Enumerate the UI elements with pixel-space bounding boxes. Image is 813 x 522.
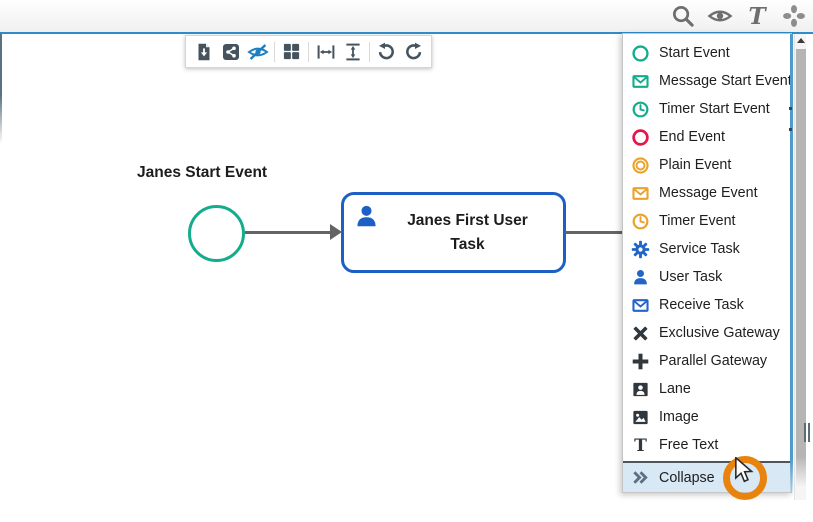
redo-icon (406, 42, 422, 60)
palette-item-image[interactable]: Image (623, 403, 791, 431)
palette-item-label: Message Event (659, 185, 758, 201)
search-icon (672, 5, 694, 27)
click-highlight-ring (723, 456, 767, 500)
circle-icon (631, 44, 650, 63)
image-icon (631, 408, 650, 427)
panel-resize-gripper[interactable] (804, 423, 811, 442)
start-event-shape[interactable] (188, 205, 245, 262)
free-text-icon (631, 436, 650, 455)
share-icon (222, 43, 239, 60)
scrollbar-up-button[interactable] (795, 34, 807, 47)
palette-item-start-event[interactable]: Start Event (623, 39, 791, 67)
mouse-cursor-icon (735, 457, 754, 483)
x-gateway-icon (631, 324, 650, 343)
palette-item-label: Timer Start Event (659, 101, 770, 117)
sequence-flow-1-arrowhead (330, 224, 342, 240)
scrollbar-thumb[interactable] (796, 49, 806, 487)
palette-item-plain-event[interactable]: Plain Event (623, 151, 791, 179)
toolbar-separator (274, 41, 275, 62)
palette-item-free-text[interactable]: Free Text (623, 431, 791, 459)
palette-item-label: Service Task (659, 241, 740, 257)
palette-item-label: Collapse (659, 469, 715, 486)
fit-width-button[interactable] (312, 38, 339, 65)
export-document-button[interactable] (190, 38, 217, 65)
palette-item-label: End Event (659, 129, 725, 145)
move-tool-button[interactable] (781, 2, 807, 30)
palette-item-label: Receive Task (659, 297, 744, 313)
eye-icon (707, 10, 733, 22)
envelope-icon (631, 296, 650, 315)
hide-elements-button[interactable] (244, 38, 271, 65)
plus-gateway-icon (631, 352, 650, 371)
palette-item-label: Start Event (659, 45, 730, 61)
palette-item-label: Exclusive Gateway (659, 325, 780, 341)
vertical-scrollbar[interactable] (794, 34, 806, 500)
lane-icon (631, 380, 650, 399)
layout-grid-button[interactable] (278, 38, 305, 65)
palette-item-parallel-gateway[interactable]: Parallel Gateway (623, 347, 791, 375)
text-tool-icon: T (748, 2, 766, 30)
palette-item-label: Image (659, 409, 699, 425)
person-icon (631, 268, 650, 287)
palette-item-end-event[interactable]: End Event (623, 123, 791, 151)
user-task-label: Janes First User Task (407, 212, 528, 253)
palette-item-user-task[interactable]: User Task (623, 263, 791, 291)
fit-height-button[interactable] (339, 38, 366, 65)
palette-item-label: Plain Event (659, 157, 732, 173)
palette-item-timer-start-event[interactable]: Timer Start Event (623, 95, 791, 123)
palette-item-exclusive-gateway[interactable]: Exclusive Gateway (623, 319, 791, 347)
export-document-icon (198, 43, 209, 60)
diagram-canvas[interactable]: Janes Start Event Janes First User Task (0, 34, 813, 522)
palette-item-message-start-event[interactable]: Message Start Event (623, 67, 792, 95)
palette-separator (623, 461, 791, 463)
clock-icon (631, 212, 650, 231)
layout-grid-icon (283, 43, 300, 60)
double-circle-icon (631, 156, 650, 175)
palette-item-label: Free Text (659, 437, 719, 453)
user-task-icon (353, 202, 380, 231)
canvas-left-edge (0, 34, 2, 144)
clock-icon (631, 100, 650, 119)
redo-button[interactable] (400, 38, 427, 65)
text-tool-button[interactable]: T (744, 2, 770, 30)
palette-item-timer-event[interactable]: Timer Event (623, 207, 791, 235)
visibility-button[interactable] (707, 2, 733, 30)
top-toolbar: T (0, 0, 813, 34)
canvas-frame-right-border (790, 34, 793, 496)
start-event-label[interactable]: Janes Start Event (137, 164, 268, 181)
palette-item-lane[interactable]: Lane (623, 375, 791, 403)
palette-item-label: Message Start Event (659, 73, 792, 89)
gear-icon (631, 240, 650, 259)
share-button[interactable] (217, 38, 244, 65)
move-tool-icon (783, 5, 805, 27)
user-task-shape[interactable]: Janes First User Task (341, 192, 566, 273)
undo-button[interactable] (373, 38, 400, 65)
frame-anchor-dot (789, 107, 792, 110)
palette-item-message-event[interactable]: Message Event (623, 179, 791, 207)
undo-icon (378, 42, 394, 60)
toolbar-separator (308, 41, 309, 62)
palette-item-list: Start Event Message Start Event Timer St… (623, 39, 792, 459)
sequence-flow-1[interactable] (245, 231, 331, 234)
eye-off-icon (246, 43, 269, 60)
palette-item-label: Timer Event (659, 213, 736, 229)
format-toolbar (185, 35, 432, 68)
envelope-icon (631, 72, 650, 91)
search-button[interactable] (670, 2, 696, 30)
palette-item-label: Lane (659, 381, 691, 397)
fit-width-icon (317, 44, 334, 59)
sequence-flow-2[interactable] (565, 231, 623, 234)
toolbar-separator (369, 41, 370, 62)
frame-anchor-dot (789, 128, 792, 131)
envelope-icon (631, 184, 650, 203)
palette-item-receive-task[interactable]: Receive Task (623, 291, 791, 319)
collapse-icon (631, 468, 650, 487)
palette-item-label: User Task (659, 269, 723, 285)
shape-palette: Start Event Message Start Event Timer St… (622, 33, 792, 493)
top-toolbar-icons: T (670, 0, 807, 32)
circle-thick-icon (631, 128, 650, 147)
palette-item-service-task[interactable]: Service Task (623, 235, 791, 263)
palette-item-label: Parallel Gateway (659, 353, 768, 369)
fit-height-icon (345, 43, 360, 60)
